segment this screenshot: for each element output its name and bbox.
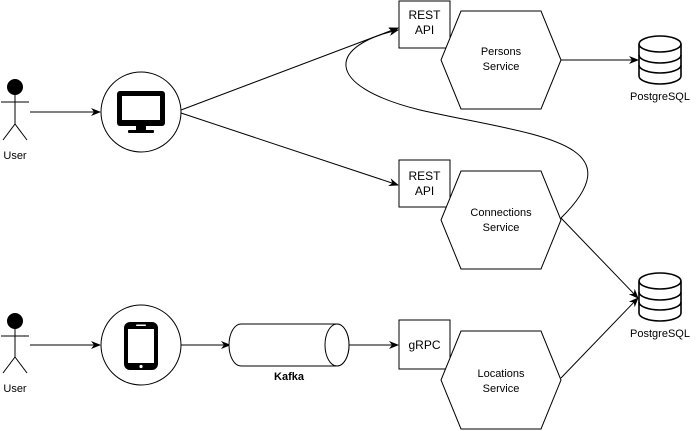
user-label: User xyxy=(3,383,27,395)
connections-service-node[interactable]: Connections Service xyxy=(440,170,562,270)
api-label-line2: API xyxy=(415,23,434,37)
mobile-frontend-node[interactable] xyxy=(100,304,182,386)
person-icon xyxy=(1,79,29,141)
edge-connections-to-db2 xyxy=(560,217,639,299)
db-label: PostgreSQL xyxy=(630,328,690,340)
edge-web-to-rest-api-2 xyxy=(180,112,399,186)
kafka-label: Kafka xyxy=(274,371,305,383)
edge-locations-to-db2 xyxy=(560,297,639,379)
user-actor-2[interactable]: User xyxy=(1,313,29,396)
service-label-line2: Service xyxy=(483,222,520,234)
database-icon xyxy=(638,35,682,85)
user-label: User xyxy=(3,150,27,162)
smartphone-icon xyxy=(124,322,158,370)
api-label-line1: REST xyxy=(408,8,441,22)
grpc-box[interactable]: gRPC xyxy=(398,319,451,370)
postgresql-db-1[interactable]: PostgreSQL xyxy=(630,35,690,103)
rest-api-box-2[interactable]: REST API xyxy=(398,159,451,208)
service-label-line2: Service xyxy=(483,383,520,395)
connectors xyxy=(30,27,639,379)
db-label: PostgreSQL xyxy=(630,91,690,103)
postgresql-db-2[interactable]: PostgreSQL xyxy=(630,272,690,340)
api-label-line2: API xyxy=(415,184,434,198)
rest-api-box-1[interactable]: REST API xyxy=(398,0,451,49)
user-actor-1[interactable]: User xyxy=(1,79,29,163)
queue-cylinder-icon xyxy=(228,323,350,367)
monitor-icon xyxy=(117,91,165,133)
service-label-line1: Locations xyxy=(477,368,525,380)
service-label-line1: Persons xyxy=(481,46,522,58)
person-icon xyxy=(1,313,29,374)
edge-connections-to-rest-api-1 xyxy=(345,28,589,219)
database-icon xyxy=(638,272,682,322)
locations-service-node[interactable]: Locations Service xyxy=(440,330,562,430)
api-label-line1: gRPC xyxy=(408,338,440,352)
web-frontend-node[interactable] xyxy=(100,71,182,153)
api-label-line1: REST xyxy=(408,169,441,183)
service-label-line2: Service xyxy=(483,61,520,73)
service-label-line1: Connections xyxy=(470,207,532,219)
persons-service-node[interactable]: Persons Service xyxy=(440,10,562,110)
edge-web-to-rest-api-1 xyxy=(180,27,399,111)
kafka-node[interactable]: Kafka xyxy=(228,323,350,383)
